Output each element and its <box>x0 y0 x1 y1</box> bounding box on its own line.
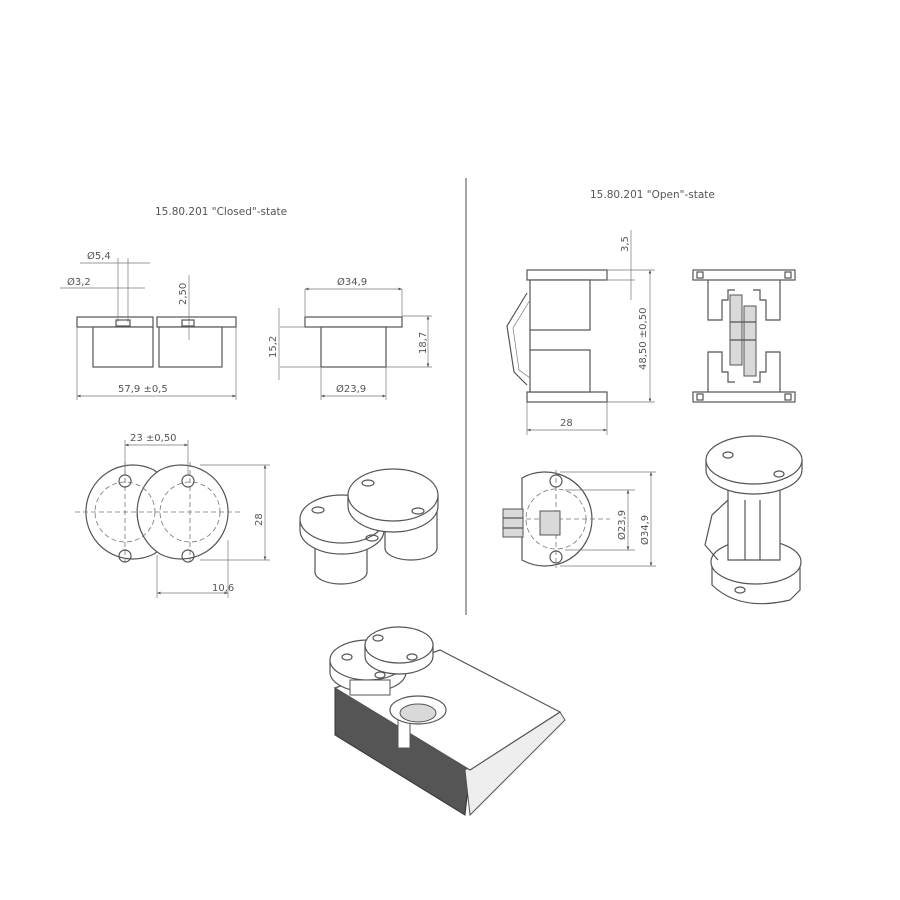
dim-open-plate-diameter: Ø34,9 <box>639 515 651 545</box>
dim-open-width: 28 <box>560 418 573 429</box>
closed-state-title: 15.80.201 "Closed"-state <box>155 206 287 218</box>
closed-top-view: 23 ±0,50 28 10,6 <box>75 433 270 598</box>
open-front-view: 3,5 48,50 ±0,50 28 <box>506 230 655 435</box>
dim-body-height: 15,2 <box>268 336 279 358</box>
dim-offset: 10,6 <box>212 583 234 594</box>
dim-total-length: 57,9 ±0,5 <box>118 384 168 395</box>
dim-total-height: 18,7 <box>418 332 429 354</box>
closed-iso-view <box>299 468 439 585</box>
open-iso-view <box>704 435 803 605</box>
dim-plate-diameter: Ø34,9 <box>337 276 367 288</box>
dim-open-body-diameter: Ø23,9 <box>616 510 628 540</box>
open-section-view <box>692 269 796 403</box>
closed-state-section: 15.80.201 "Closed"-state Ø5,4 Ø3,2 2,50 … <box>60 206 439 598</box>
open-state-section: 15.80.201 "Open"-state 3,5 48,50 ±0,50 2… <box>502 189 803 605</box>
dim-width: 28 <box>254 513 265 526</box>
open-top-view: Ø23,9 Ø34,9 <box>502 470 656 568</box>
dim-pin-inner: Ø3,2 <box>67 276 91 288</box>
dim-body-diameter: Ø23,9 <box>336 383 366 395</box>
dim-plate-thickness: 3,5 <box>620 236 631 252</box>
assembly-iso-view <box>329 626 566 817</box>
closed-side-view: Ø34,9 15,2 18,7 Ø23,9 <box>268 276 432 400</box>
open-state-title: 15.80.201 "Open"-state <box>590 189 715 201</box>
dim-pin-outer: Ø5,4 <box>87 250 111 262</box>
dim-open-height: 48,50 ±0,50 <box>638 308 649 370</box>
dim-pin-height: 2,50 <box>178 283 189 305</box>
closed-front-view: Ø5,4 Ø3,2 2,50 57,9 ±0,5 <box>60 250 237 400</box>
dim-center-distance: 23 ±0,50 <box>130 433 177 444</box>
